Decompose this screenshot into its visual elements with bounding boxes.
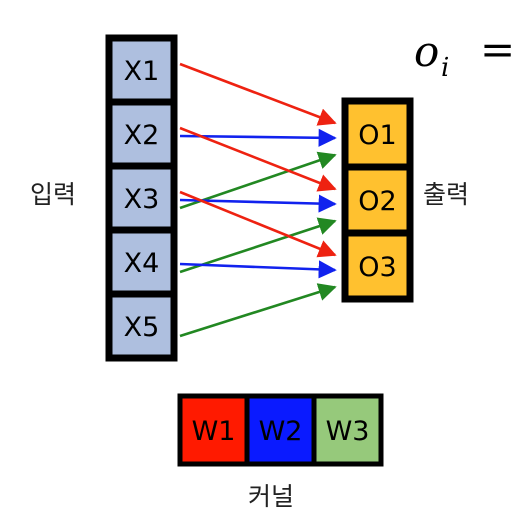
output-cell-o1: O1 [358, 120, 396, 151]
input-cell-x4: X4 [124, 248, 160, 279]
output-column-frame [341, 97, 414, 303]
connection-arrows [179, 62, 337, 338]
arrow-x2-to-o2 [179, 126, 337, 192]
input-label: 입력 [30, 180, 76, 209]
arrow-x2-to-o1 [179, 128, 337, 147]
arrow-x4-to-o3 [179, 260, 337, 279]
output-cell-o2: O2 [358, 186, 396, 217]
output-cell-o3: O3 [358, 252, 396, 283]
kernel-row: W1 W2 W3 [177, 393, 384, 467]
formula: o i = [414, 25, 515, 83]
output-label: 출력 [423, 180, 469, 209]
input-column-frame [105, 34, 178, 362]
formula-equals: = [480, 25, 515, 74]
kernel-cell-w3 [311, 393, 384, 467]
input-cell-x2: X2 [124, 120, 160, 151]
kernel-label: 커널 [248, 482, 294, 511]
formula-lhs: o [414, 27, 439, 76]
arrow-x3-to-o1 [179, 151, 337, 210]
formula-subscript: i [441, 53, 449, 83]
kernel-cell-label-w3: W3 [326, 416, 370, 447]
input-cell-x5: X5 [124, 312, 160, 343]
kernel-cell-label-w1: W1 [192, 416, 236, 447]
arrow-x4-to-o2 [179, 217, 337, 274]
input-cell-x1: X1 [124, 56, 160, 87]
arrow-x1-to-o1 [179, 62, 337, 126]
arrow-x3-to-o2 [179, 194, 337, 213]
kernel-cell-label-w2: W2 [259, 416, 303, 447]
arrow-x3-to-o3 [179, 190, 337, 258]
input-cell-x3: X3 [124, 184, 160, 215]
arrow-x5-to-o3 [179, 283, 337, 338]
